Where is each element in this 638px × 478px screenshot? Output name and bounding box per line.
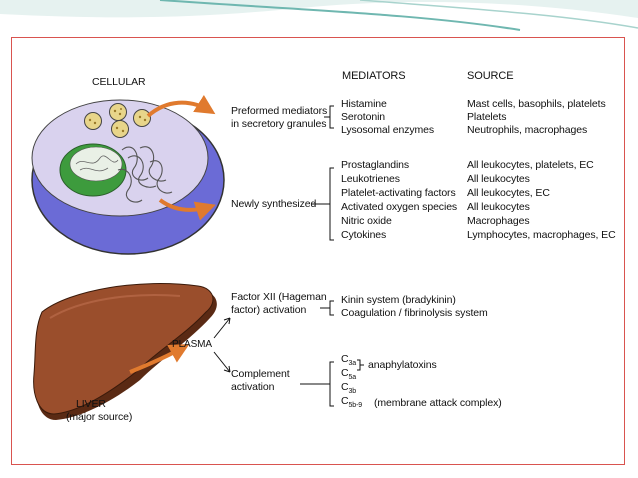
- newly-mediator: Platelet-activating factors: [341, 187, 456, 199]
- secretory-granules: [84, 103, 151, 138]
- arrow-to-newly: [158, 198, 216, 221]
- newly-source: All leukocytes, EC: [467, 187, 550, 199]
- preformed-mediator: Serotonin: [341, 111, 386, 123]
- complement-c3a: C3a: [341, 353, 357, 367]
- preformed-label-line1: Preformed mediators: [231, 105, 328, 117]
- cell-illustration: [31, 99, 225, 255]
- factor12-label-line2: factor) activation: [231, 304, 307, 316]
- newly-mediator: Nitric oxide: [341, 215, 392, 227]
- newly-source: Macrophages: [467, 215, 530, 227]
- source-header: SOURCE: [467, 70, 514, 82]
- preformed-mediator: Lysosomal enzymes: [341, 124, 435, 136]
- newly-mediator: Leukotrienes: [341, 173, 400, 185]
- preformed-source: Platelets: [467, 111, 507, 123]
- preformed-label-line2: in secretory granules: [231, 118, 327, 130]
- newly-mediator: Prostaglandins: [341, 159, 410, 171]
- complement-label-line1: Complement: [231, 368, 290, 380]
- newly-source: Lymphocytes, macrophages, EC: [467, 229, 616, 241]
- mac-label: (membrane attack complex): [374, 397, 502, 409]
- preformed-mediator: Histamine: [341, 98, 387, 110]
- preformed-source: Mast cells, basophils, platelets: [467, 98, 606, 110]
- orange-arrows: [129, 94, 216, 374]
- cellular-label: CELLULAR: [92, 76, 146, 88]
- plasma-label: PLASMA: [172, 339, 212, 350]
- plasma-branch: [213, 317, 231, 373]
- liver-label-line2: (major source): [66, 411, 133, 423]
- newly-mediator: Cytokines: [341, 229, 387, 241]
- chromatin: [75, 155, 119, 172]
- complement-label-line2: activation: [231, 381, 275, 393]
- brackets: [300, 105, 364, 407]
- liver-highlight: [49, 293, 181, 319]
- newly-source: All leukocytes: [467, 201, 530, 213]
- endoplasmic-reticulum: [117, 146, 173, 203]
- newly-synthesized-label: Newly synthesized: [231, 198, 317, 210]
- liver: [33, 283, 214, 415]
- arrow-to-preformed: [146, 94, 216, 118]
- complement-c5a: C5a: [341, 367, 357, 381]
- mediators-header: MEDIATORS: [342, 70, 406, 82]
- anaphylatoxins-label: anaphylatoxins: [368, 359, 437, 371]
- preformed-source: Neutrophils, macrophages: [467, 124, 588, 136]
- nucleus-interior: [69, 146, 123, 182]
- factor12-label-line1: Factor XII (Hageman: [231, 291, 327, 303]
- liver-label-line1: LIVER: [76, 398, 106, 410]
- top-swoosh: [0, 0, 638, 18]
- top-swoosh-line-2: [359, 0, 638, 29]
- newly-mediator: Activated oxygen species: [341, 201, 458, 213]
- coagulation-item: Coagulation / fibrinolysis system: [341, 307, 488, 319]
- newly-source: All leukocytes: [467, 173, 530, 185]
- complement-c3b: C3b: [341, 381, 357, 395]
- newly-source: All leukocytes, platelets, EC: [467, 159, 594, 171]
- liver-illustration: [33, 283, 217, 420]
- arrow-to-plasma: [129, 344, 190, 374]
- complement-c5b9: C5b-9: [341, 395, 363, 409]
- kinin-item: Kinin system (bradykinin): [341, 294, 456, 306]
- top-swoosh-line: [159, 0, 521, 31]
